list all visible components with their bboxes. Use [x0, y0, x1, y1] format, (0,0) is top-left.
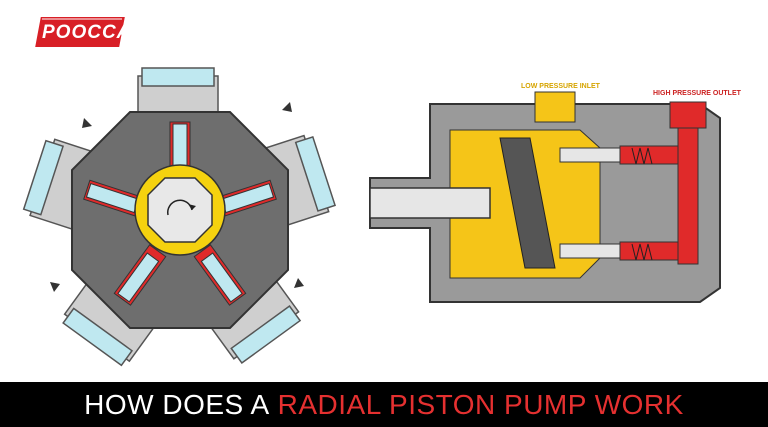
- radial-pump-diagram: [22, 67, 337, 367]
- inlet-label: LOW PRESSURE INLET: [521, 83, 600, 90]
- title-white-part: HOW DOES A: [84, 388, 270, 420]
- piston-upper: [559, 145, 681, 165]
- piston-lower: [559, 241, 681, 261]
- outlet-label: HIGH PRESSURE OUTLET: [653, 90, 741, 97]
- brand-logo: [32, 15, 128, 49]
- title-banner: HOW DOES A RADIAL PISTON PUMP WORK: [0, 382, 768, 427]
- high-pressure-channel: [677, 107, 699, 265]
- pump-section-diagram: [369, 91, 721, 303]
- valve-springs: [631, 147, 653, 261]
- cam-plate: [499, 137, 556, 269]
- logo-text: POOCCA: [42, 22, 132, 43]
- title-red-part: RADIAL PISTON PUMP WORK: [277, 388, 684, 420]
- drive-shaft: [147, 177, 213, 243]
- input-shaft: [369, 187, 491, 219]
- outlet-port: [669, 101, 707, 129]
- inlet-port: [534, 91, 576, 123]
